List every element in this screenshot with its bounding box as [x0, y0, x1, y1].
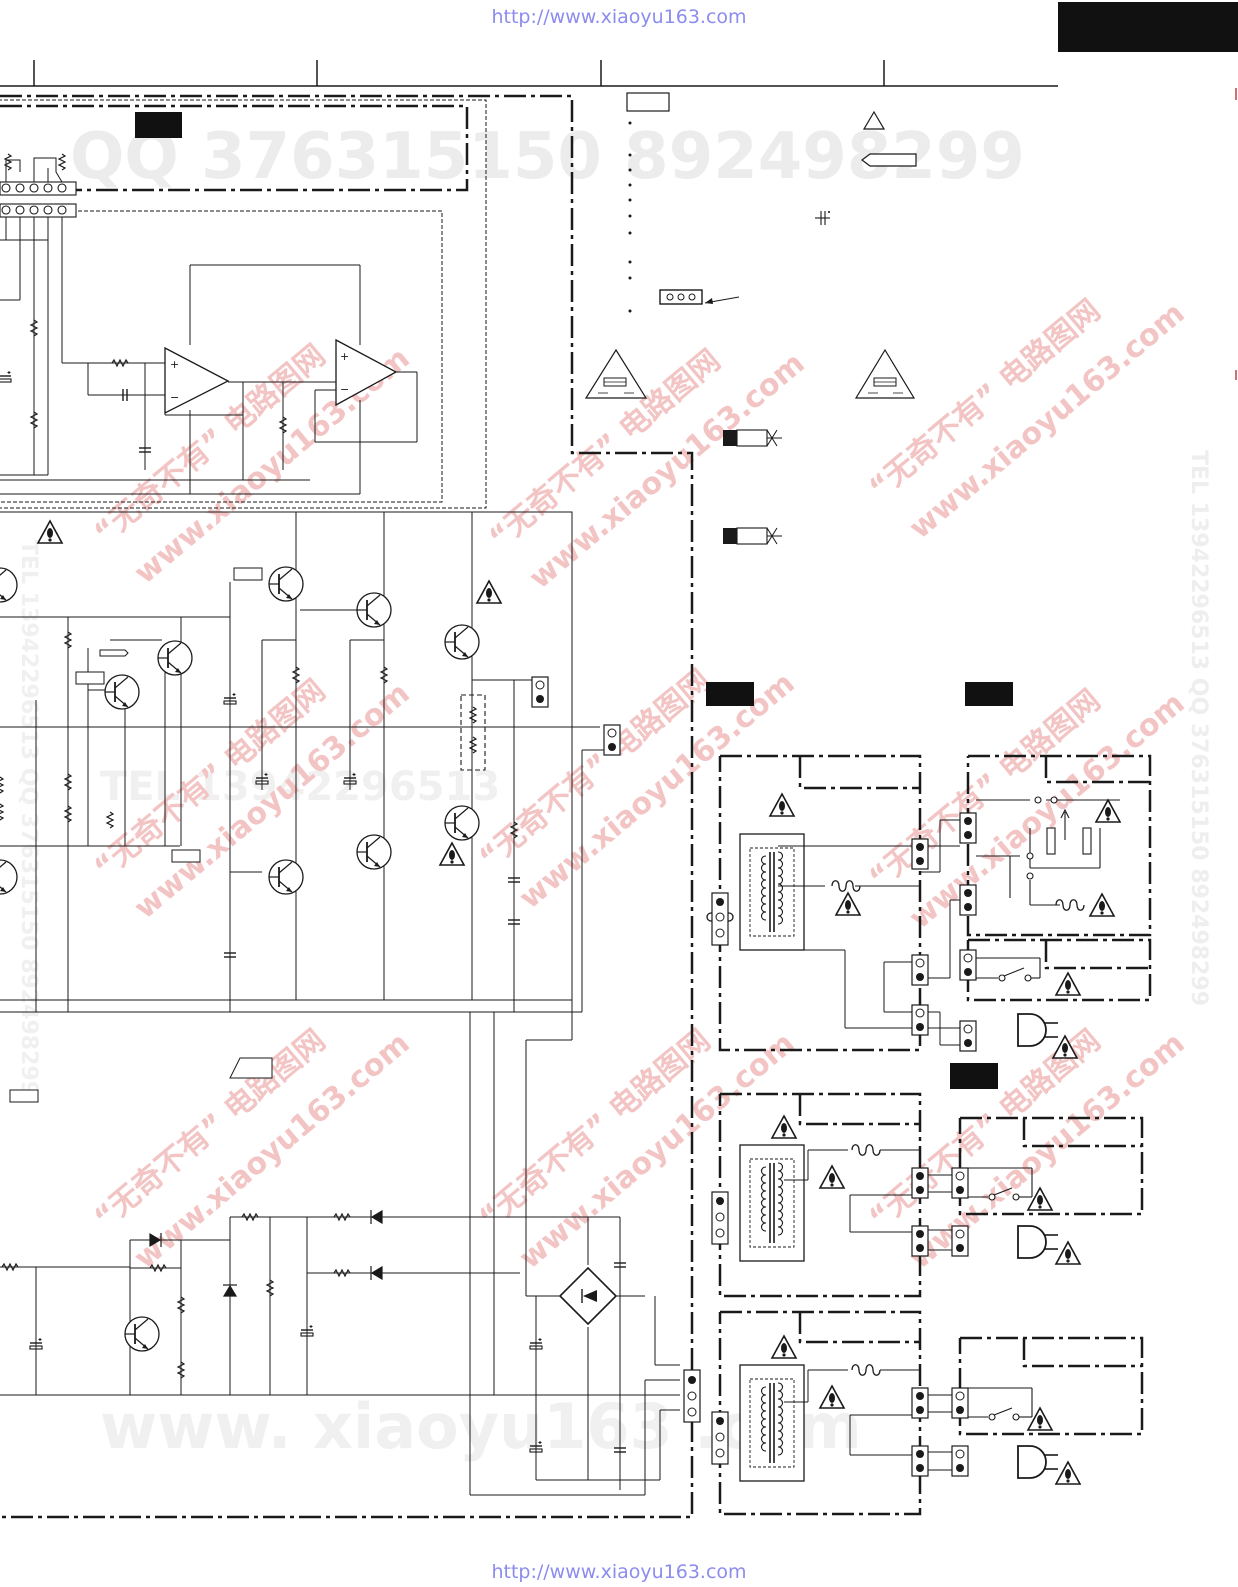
grid-ruler	[0, 60, 1058, 87]
svg-text:−: −	[340, 383, 349, 396]
watermarks: QQ 376315150 892498299 TEL 13942296513 w…	[16, 120, 1211, 1463]
url-header[interactable]: http://www.xiaoyu163.com	[491, 6, 747, 28]
svg-text:−: −	[170, 391, 179, 404]
connector-symbol-icon	[659, 289, 740, 305]
panel1-left-connector	[711, 892, 729, 946]
switch-icon	[976, 957, 1041, 982]
bridge-rectifier	[558, 1266, 618, 1326]
section-label-block-b	[965, 682, 1013, 706]
section-label-block-c	[950, 1063, 998, 1089]
relay-icon	[976, 796, 1120, 906]
capacitor-symbol-icon	[815, 211, 830, 225]
diodes	[149, 1209, 383, 1297]
psu-connector	[683, 1369, 701, 1423]
panel2-wiring	[784, 1149, 960, 1251]
svg-text:+: +	[340, 350, 349, 363]
fuse-block-icon-1	[723, 429, 782, 447]
opamp-2	[335, 338, 398, 407]
opamp-1	[164, 346, 230, 415]
fuse-triangle-icon-2	[854, 348, 916, 399]
panel2-switch	[968, 1167, 1033, 1201]
section-label-block-a	[706, 682, 754, 706]
test-point-labels	[9, 567, 273, 1103]
watermark-tel: TEL 13942296513	[100, 764, 500, 810]
fuse-triangle-icon	[584, 348, 648, 399]
fuse-block-icon-2	[723, 527, 782, 545]
connector-rows	[0, 181, 77, 218]
warning-triangle-icon	[862, 110, 886, 130]
panel1-wiring	[778, 819, 966, 1046]
resistor-network-box	[460, 694, 486, 771]
top-section	[0, 99, 487, 509]
panel2-left-connector	[711, 1191, 729, 1245]
url-footer[interactable]: http://www.xiaoyu163.com	[491, 1561, 747, 1583]
svg-text:+: +	[170, 358, 179, 371]
page-header-block	[1058, 2, 1238, 52]
watermark-site: www. xiaoyu163 .com	[100, 1390, 862, 1463]
watermark-side-left: TEL 13942296513 QQ 376315150 892498299	[16, 540, 41, 1096]
section-label-block-top	[135, 112, 182, 138]
panel3-left-connector	[711, 1411, 729, 1465]
power-supply-wiring	[0, 1000, 680, 1496]
watermark-side: TEL 13942296513 QQ 376315150 892498299	[1186, 450, 1211, 1006]
ground-tag-icon	[861, 153, 917, 167]
legend-area	[584, 92, 917, 545]
main-board-outline	[0, 94, 694, 1519]
panel3-switch	[968, 1387, 1033, 1421]
